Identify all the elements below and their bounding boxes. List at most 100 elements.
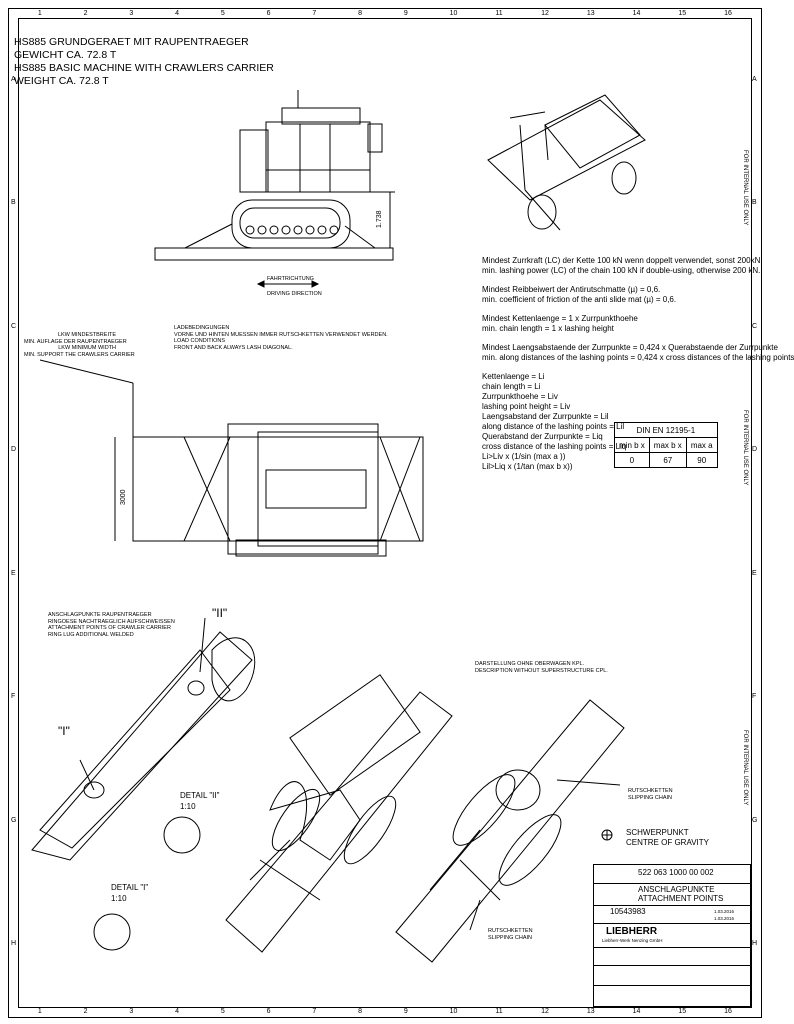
track-roller: [329, 225, 339, 235]
header-line-2: GEWICHT CA. 72.8 T: [14, 49, 117, 61]
zone-letter: C: [11, 322, 17, 330]
zone-number: 14: [632, 1008, 641, 1015]
header-line-4: WEIGHT CA. 72.8 T: [14, 75, 109, 87]
zone-number: 11: [495, 1008, 503, 1015]
detail-views: [93, 816, 201, 951]
zone-letter: G: [11, 816, 17, 824]
note-4: min. coefficient of friction of the anti…: [482, 295, 677, 304]
din-value: 67: [648, 452, 687, 468]
zone-letter: H: [11, 940, 17, 948]
lkw-line-1: LKW MINDESTBREITE: [57, 332, 116, 338]
track-roller: [293, 225, 303, 235]
title-block: 522 063 1000 00 002 ANSCHLAGPUNKTE ATTAC…: [593, 864, 751, 1007]
zone-number: 4: [175, 10, 180, 17]
lkw-note: LKW MINDESTBREITE MIN. AUFLAGE DER RAUPE…: [24, 332, 135, 358]
detail-II-title: DETAIL "II": [180, 791, 220, 800]
driving-direction-arrow: [256, 280, 320, 288]
drawing-number: 522 063 1000 00 002: [638, 868, 714, 877]
zone-letter: H: [752, 940, 758, 948]
zone-number: 16: [724, 1008, 732, 1015]
zone-number: 4: [175, 1008, 180, 1015]
var-3: Zurrpunkthoehe = Liv: [482, 392, 558, 401]
lade-line-4: FRONT AND BACK ALWAYS LASH DIAGONAL.: [174, 344, 293, 351]
title-en: ATTACHMENT POINTS: [638, 894, 724, 903]
track-roller: [281, 225, 291, 235]
driving-direction-en: DRIVING DIRECTION: [267, 291, 322, 297]
track-roller: [257, 225, 267, 235]
description-note: DARSTELLUNG OHNE OBERWAGEN KPL. DESCRIPT…: [475, 661, 608, 674]
lashing-perspective-sketch: [487, 94, 646, 231]
var-1: Kettenlaenge = Li: [482, 372, 545, 381]
note-7: Mindest Laengsabstaende der Zurrpunkte =…: [482, 343, 778, 352]
zone-number: 6: [266, 10, 271, 17]
zone-number: 15: [678, 10, 687, 17]
detail-I-title: DETAIL "I": [111, 883, 149, 892]
note-2: min. lashing power (LC) of the chain 100…: [482, 266, 761, 275]
slipping-chain-label: RUTSCHKETTEN SLIPPING CHAIN: [628, 788, 673, 801]
centre-of-gravity-symbol: [601, 829, 613, 841]
load-conditions-note: LADEBEDINGUNGEN VORNE UND HINTEN MUESSEN…: [174, 325, 388, 351]
slipping-chain-label-2: RUTSCHKETTEN SLIPPING CHAIN: [488, 928, 533, 941]
machine-header: HS885 GRUNDGERAET MIT RAUPENTRAEGER GEWI…: [14, 36, 274, 88]
track-roller: [305, 225, 315, 235]
detail-marker-II: "II": [212, 606, 228, 620]
zone-number: 5: [220, 1008, 225, 1015]
centre-of-gravity-label: SCHWERPUNKT CENTRE OF GRAVITY: [626, 828, 709, 848]
title-de: ANSCHLAGPUNKTE: [638, 885, 715, 894]
var-4: lashing point height = Liv: [482, 402, 571, 411]
lkw-line-3: LKW MINIMUM WIDTH: [58, 345, 116, 351]
date-2: 1.03.2016: [714, 916, 735, 921]
zone-number: 11: [495, 10, 503, 17]
ident-number: 10543983: [610, 907, 646, 916]
din-value: 90: [685, 452, 718, 468]
detail-I-scale: 1:10: [111, 894, 127, 903]
liebherr-logo: LIEBHERR: [606, 926, 658, 937]
zone-number: 15: [678, 1008, 687, 1015]
zone-number: 8: [358, 1008, 363, 1015]
zone-number: 5: [220, 10, 225, 17]
slipping-chain-de-2: RUTSCHKETTEN: [488, 928, 533, 934]
inner-frame: [18, 18, 752, 1008]
zone-letter: D: [11, 446, 17, 454]
var-5: Laengsabstand der Zurrpunkte = Lil: [482, 412, 609, 421]
zone-number: 9: [403, 1008, 408, 1015]
zone-number: 9: [403, 10, 408, 17]
zone-number: 1: [37, 10, 42, 17]
cog-de: SCHWERPUNKT: [626, 828, 689, 837]
zone-number: 8: [358, 10, 363, 17]
zone-number: 13: [586, 10, 595, 17]
zone-number: 7: [312, 1008, 317, 1015]
zone-number: 6: [266, 1008, 271, 1015]
din-header: max b x: [648, 437, 687, 453]
var-6: along distance of the lashing points = L…: [482, 422, 625, 431]
side-text-mid: FOR INTERNAL USE ONLY: [742, 410, 748, 486]
detail-marker-I: "I": [58, 724, 70, 738]
var-7: Querabstand der Zurrpunkte = Liq: [482, 432, 603, 441]
anschlag-line-3: ATTACHMENT POINTS OF CRAWLER CARRIER: [48, 625, 171, 631]
side-text-top: FOR INTERNAL USE ONLY: [742, 150, 748, 226]
din-header: max a: [685, 437, 718, 453]
darstellung-line-2: DESCRIPTION WITHOUT SUPERSTRUCTURE CPL.: [475, 667, 608, 674]
date-1: 1.03.2016: [714, 909, 735, 914]
zone-letter: C: [752, 322, 758, 330]
anschlag-line-1: ANSCHLAGPUNKTE RAUPENTRAEGER: [48, 612, 152, 618]
zone-letter: A: [11, 75, 16, 83]
zone-number: 14: [632, 10, 641, 17]
anschlag-line-4: RING LUG ADDITIONAL WELDED: [48, 631, 134, 638]
machine-side-view: [154, 90, 395, 261]
din-value: 0: [614, 452, 650, 468]
zone-letter: F: [11, 693, 16, 701]
technical-drawing: 1.738 3000: [31, 90, 646, 963]
side-text-bottom: FOR INTERNAL USE ONLY: [742, 730, 748, 806]
zone-number: 10: [449, 10, 458, 17]
note-1: Mindest Zurrkraft (LC) der Kette 100 kN …: [482, 256, 763, 265]
lade-line-1: LADEBEDINGUNGEN: [174, 325, 230, 331]
detail-I-label: DETAIL "I" 1:10: [111, 882, 148, 904]
din-title: DIN EN 12195-1: [614, 422, 718, 438]
header-line-1: HS885 GRUNDGERAET MIT RAUPENTRAEGER: [14, 36, 249, 48]
lade-line-2: VORNE UND HINTEN MUESSEN IMMER RUTSCHKET…: [174, 331, 388, 338]
height-dimension: 1.738: [376, 210, 383, 228]
lkw-line-2: MIN. AUFLAGE DER RAUPENTRAEGER: [24, 338, 127, 345]
lashing-notes: Mindest Zurrkraft (LC) der Kette 100 kN …: [482, 256, 794, 472]
slipping-chain-en: SLIPPING CHAIN: [628, 794, 673, 801]
